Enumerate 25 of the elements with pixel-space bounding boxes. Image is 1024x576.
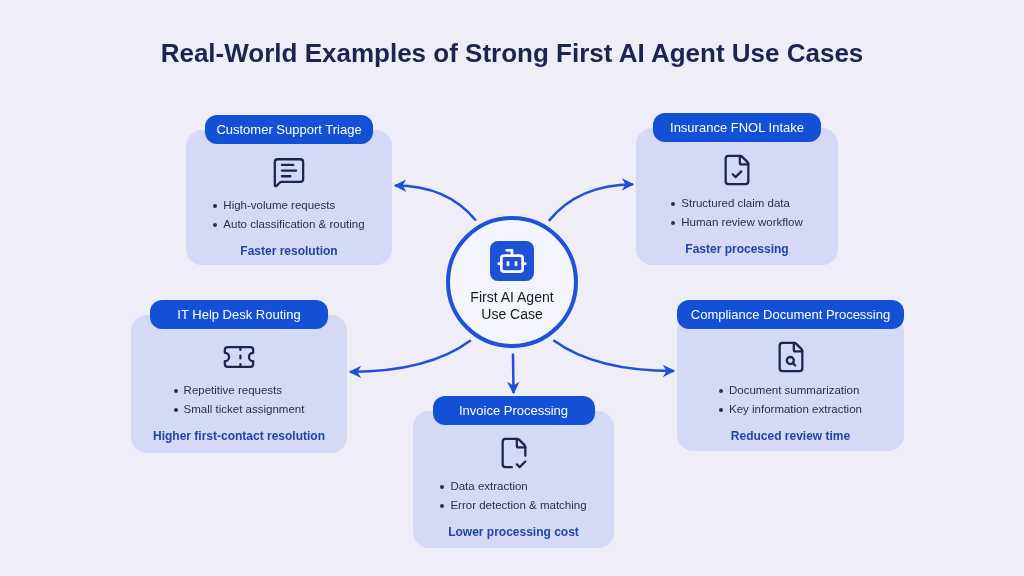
card-header: Invoice Processing [432,396,595,425]
bullet-item: Error detection & matching [450,498,587,514]
outcome-label: Lower processing cost [448,523,579,541]
bullet-item: Auto classification & routing [223,217,365,233]
outcome-label: Faster processing [685,240,789,258]
card-header: IT Help Desk Routing [150,300,328,329]
outcome-label: Reduced review time [730,427,851,445]
bullet-item: Data extraction [450,479,528,494]
bullet-item: Repetitive requests [183,383,283,398]
bullet-item: Small ticket assignment [183,402,305,418]
center-label: First AI Agent Use Case [469,289,555,323]
bullet-item: Document summarization [729,383,860,398]
diagram-title: Real-World Examples of Strong First AI Agent Use Cases [160,37,864,70]
bullet-item: High-volume requests [223,198,336,213]
card-header: Insurance FNOL Intake [653,113,821,142]
card-header: Compliance Document Processing [677,300,904,329]
card-header: Customer Support Triage [205,115,373,144]
arrow [552,339,676,378]
arrow [348,339,472,378]
arrow [507,353,520,395]
bullet-item: Key information extraction [729,402,862,418]
bullet-item: Human review workflow [681,215,803,231]
outcome-label: Higher first-contact resolution [153,427,325,445]
outcome-label: Faster resolution [240,242,338,260]
bullet-item: Structured claim data [681,196,790,211]
